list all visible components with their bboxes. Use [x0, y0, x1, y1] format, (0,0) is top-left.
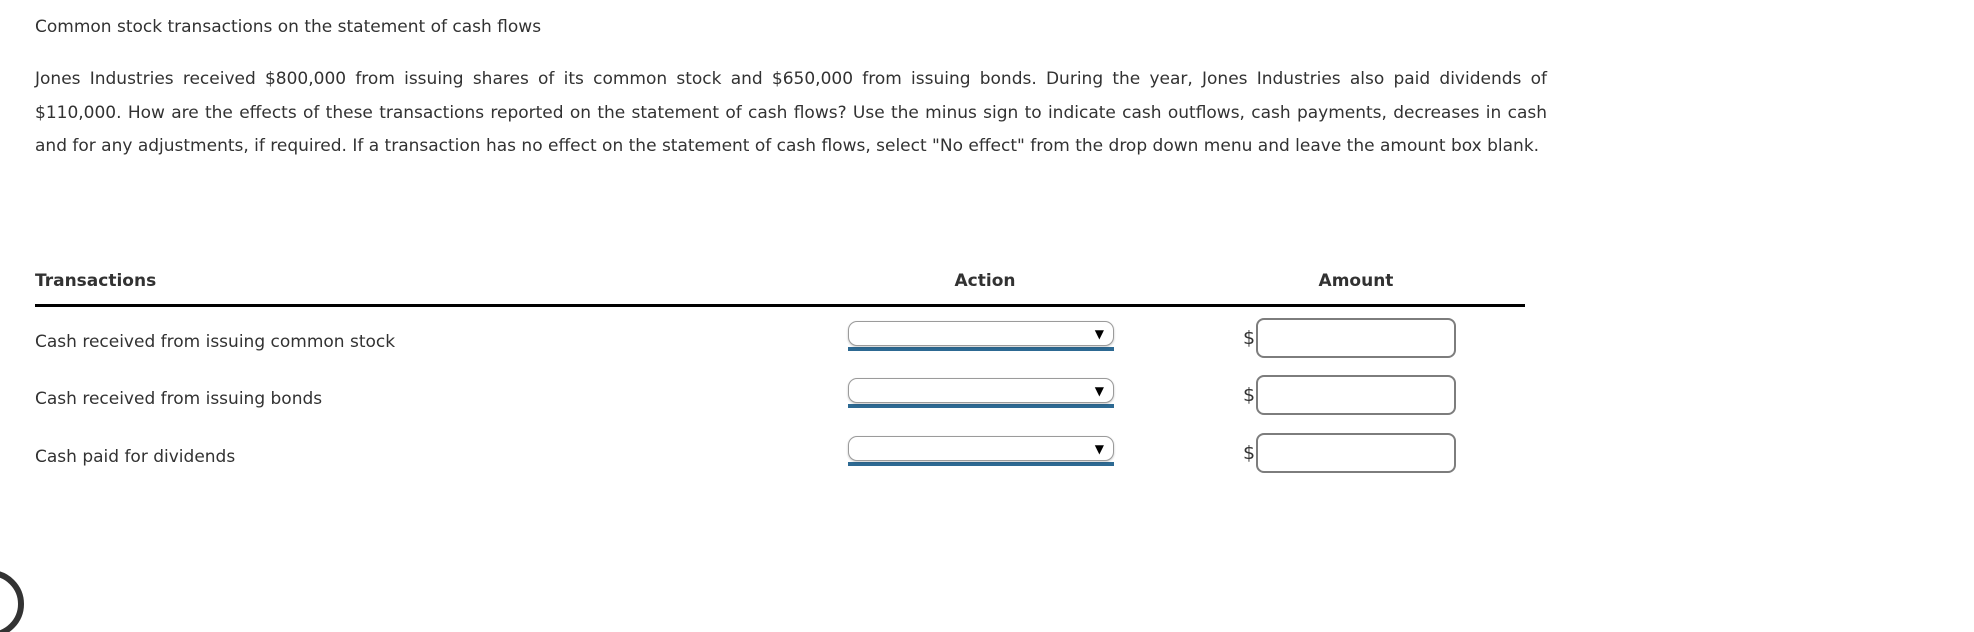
amount-group: $: [1243, 433, 1457, 473]
action-select[interactable]: ▼: [848, 378, 1114, 408]
transaction-label: Cash paid for dividends: [35, 447, 236, 467]
action-select-box[interactable]: ▼: [848, 436, 1114, 461]
column-header-action: Action: [954, 271, 1016, 291]
amount-input[interactable]: [1256, 375, 1457, 415]
chevron-down-icon: ▼: [1094, 327, 1104, 341]
action-select[interactable]: ▼: [848, 321, 1114, 351]
currency-symbol: $: [1243, 442, 1256, 464]
column-header-transactions: Transactions: [35, 271, 157, 291]
amount-input[interactable]: [1256, 318, 1457, 358]
currency-symbol: $: [1243, 384, 1256, 406]
table-row: Cash received from issuing common stock …: [0, 317, 1545, 367]
select-underline: [848, 347, 1114, 351]
amount-group: $: [1243, 318, 1457, 358]
table-row: Cash paid for dividends ▼ $: [0, 432, 1545, 482]
table-header-divider: [35, 304, 1525, 307]
action-select-box[interactable]: ▼: [848, 378, 1114, 403]
question-instructions: Jones Industries received $800,000 from …: [35, 69, 1547, 156]
select-underline: [848, 404, 1114, 408]
table-row: Cash received from issuing bonds ▼ $: [0, 374, 1545, 424]
currency-symbol: $: [1243, 327, 1256, 349]
amount-group: $: [1243, 375, 1457, 415]
page-title: Common stock transactions on the stateme…: [35, 17, 542, 37]
transaction-label: Cash received from issuing bonds: [35, 389, 323, 409]
amount-input[interactable]: [1256, 433, 1457, 473]
select-underline: [848, 462, 1114, 466]
transaction-label: Cash received from issuing common stock: [35, 332, 396, 352]
column-header-amount: Amount: [1318, 271, 1394, 291]
action-select[interactable]: ▼: [848, 436, 1114, 466]
chevron-down-icon: ▼: [1094, 384, 1104, 398]
partial-circle-decoration: [0, 570, 24, 632]
action-select-box[interactable]: ▼: [848, 321, 1114, 346]
chevron-down-icon: ▼: [1094, 442, 1104, 456]
